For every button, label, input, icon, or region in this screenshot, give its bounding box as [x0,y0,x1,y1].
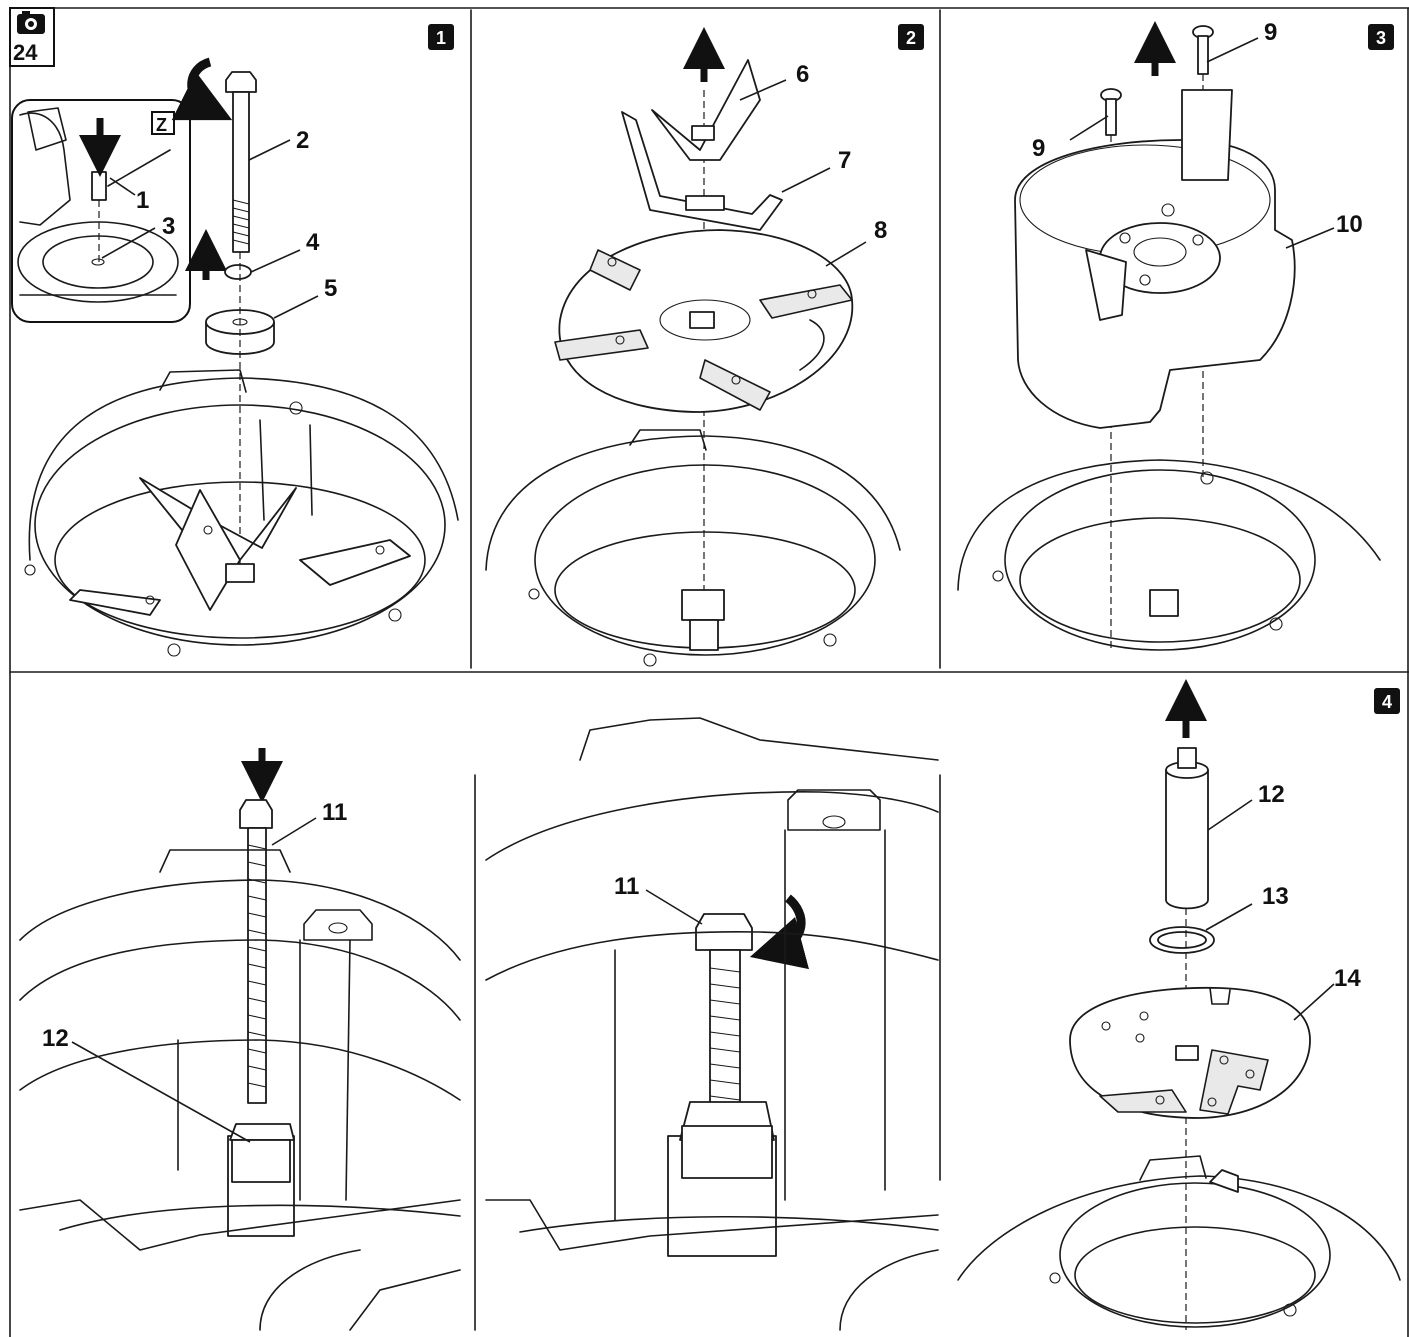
housing [485,429,901,667]
press-bolt [695,913,753,1121]
panel-2 [485,27,901,667]
washer [224,264,252,280]
seal-ring [1149,926,1215,954]
blade-housing [1014,89,1296,429]
step-number: 2 [906,28,916,48]
callout-13: 13 [1262,883,1289,910]
callout-5: 5 [324,275,337,302]
cutting-disc [554,229,854,413]
callout-8: 8 [874,217,887,244]
panel-4c [957,679,1401,1330]
housing [24,369,459,657]
step-number: 3 [1376,28,1386,48]
callout-6: 6 [796,61,809,88]
figure-badge: 24 [9,7,55,67]
panel-4b [485,717,939,1331]
panel-3 [957,21,1381,651]
panel-1: Z [11,57,459,657]
callout-1: 1 [136,187,149,214]
panel-4a [19,748,461,1331]
rotate-arrow-icon [171,57,233,121]
rotate-arrow-icon [749,894,810,970]
housing [485,717,939,1331]
screw [1192,25,1214,75]
blade-assembly [69,477,411,616]
panel-frame [9,7,1409,1337]
step-number: 4 [1382,692,1392,712]
shaft-sleeve [1165,747,1209,910]
step-badge-4: 4 [1374,688,1400,714]
housing [19,849,461,1331]
inset-label: Z [156,115,167,135]
screw [1100,88,1122,136]
step-number: 1 [436,28,446,48]
callout-7: 7 [838,147,851,174]
shaft-sleeve [667,1101,777,1257]
callout-3: 3 [162,213,175,240]
press-bolt [239,799,273,1104]
housing [957,1155,1401,1328]
callout-10: 10 [1336,211,1363,238]
callout-labels: 1 2 3 4 5 6 7 8 9 9 10 11 12 11 12 13 14 [42,19,1363,1052]
callout-11: 11 [614,873,639,900]
bolt [225,71,257,253]
callout-9: 9 [1264,19,1277,46]
blade-upper [651,59,761,161]
step-badge-1: 1 [428,24,454,50]
step-badge-3: 3 [1368,24,1394,50]
camera-icon [17,11,45,34]
callout-2: 2 [296,127,309,154]
callout-12: 12 [42,1025,69,1052]
callout-9: 9 [1032,135,1045,162]
figure-number: 24 [13,40,38,65]
blade-lower [621,111,783,231]
housing [957,459,1381,651]
callout-11: 11 [322,799,347,826]
callout-14: 14 [1334,965,1361,992]
shaft-sleeve [227,1123,295,1237]
step-badge-2: 2 [898,24,924,50]
callout-4: 4 [306,229,320,256]
cutting-disc [1069,986,1311,1119]
callout-12: 12 [1258,781,1285,808]
inset-detail: Z [11,99,227,323]
